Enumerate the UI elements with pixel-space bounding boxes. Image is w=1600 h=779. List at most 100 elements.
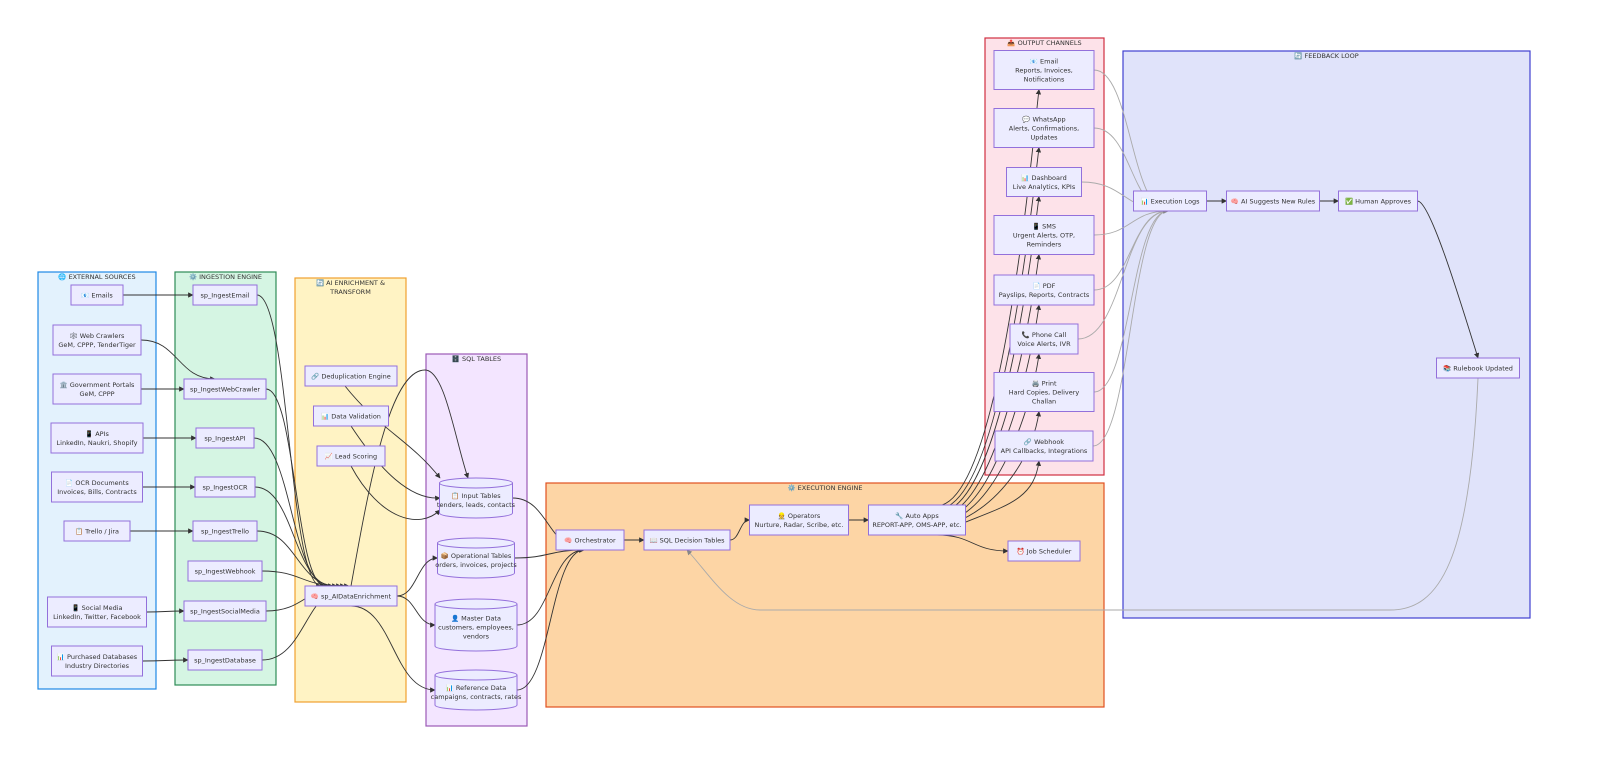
node-social-box — [47, 596, 147, 628]
node-trello-box — [63, 520, 131, 542]
node-emails: 📧 Emails — [70, 284, 124, 306]
node-ocr-box — [51, 471, 143, 503]
node-ref-label: campaigns, contracts, rates — [431, 693, 522, 701]
edge-aienr-to-ref — [350, 605, 436, 693]
node-master-body — [434, 604, 518, 652]
node-human: ✅ Human Approves — [1338, 190, 1418, 212]
node-input-top — [439, 477, 513, 489]
node-auto-label: 🔧 Auto Apps — [895, 511, 939, 520]
node-o_pdf-label: 📄 PDF — [1033, 282, 1056, 290]
node-input-label: tenders, leads, contacts — [437, 501, 516, 509]
node-o_sms-label: 📱 SMS — [1032, 223, 1056, 231]
edge-aienr-to-oper — [396, 555, 439, 597]
node-s_social-box — [183, 600, 267, 622]
node-gov-box — [52, 373, 142, 405]
node-master-label: customers, employees, — [438, 624, 514, 632]
node-o_wa-label: Updates — [1031, 134, 1059, 142]
node-aisug-label: 🧠 AI Suggests New Rules — [1231, 198, 1316, 206]
node-s_web-label: sp_IngestWebCrawler — [190, 386, 260, 394]
node-valid-box — [313, 405, 389, 427]
edge-purchased-to-s_db — [142, 657, 189, 663]
node-o_print-label: Hard Copies, Delivery — [1009, 389, 1080, 397]
node-o_print-box — [993, 372, 1095, 412]
node-s_webhook: sp_IngestWebhook — [187, 560, 263, 582]
node-o_wa-label: 💬 WhatsApp — [1022, 116, 1065, 124]
node-o_print-label: Challan — [1032, 398, 1056, 406]
edge-social-to-s_social — [146, 608, 185, 614]
node-crawlers-box — [52, 324, 142, 356]
node-apis-label: 📱 APIs — [85, 430, 109, 438]
node-ref-body — [434, 675, 518, 711]
node-lead-box — [316, 445, 386, 467]
node-s_db: sp_IngestDatabase — [187, 649, 263, 671]
node-trello-label: 📋 Trello / Jira — [75, 528, 119, 536]
node-auto-label: REPORT-APP, OMS-APP, etc. — [872, 521, 961, 529]
node-s_trello: sp_IngestTrello — [192, 520, 258, 542]
node-social-label: 📱 Social Media — [71, 604, 122, 612]
node-auto-box — [868, 504, 966, 536]
node-orch-label: 🧠 Orchestrator — [564, 537, 616, 545]
cluster-ai-title: 🔄 AI ENRICHMENT & — [316, 279, 385, 287]
node-o_email-label: Notifications — [1024, 76, 1065, 84]
node-rulebook-label: 📚 Rulebook Updated — [1443, 365, 1513, 373]
edge-ref-to-orch — [516, 547, 585, 691]
node-logs-box — [1133, 190, 1207, 212]
node-oper-top — [437, 537, 515, 549]
node-orch: 🧠 Orchestrator — [555, 529, 625, 551]
node-s_api-box — [195, 427, 255, 449]
node-master-top — [434, 598, 518, 610]
edge-rulebook-to-sqldec — [686, 377, 1479, 611]
node-master-label: 👤 Master Data — [451, 615, 501, 623]
node-logs: 📊 Execution Logs — [1133, 190, 1207, 212]
node-gov-label: 🏛️ Government Portals — [60, 381, 135, 389]
node-o_sms-label: Reminders — [1027, 241, 1062, 249]
edge-s_trello-to-aienr — [256, 530, 338, 589]
node-o_wa-box — [993, 108, 1095, 148]
node-ref-label: 📊 Reference Data — [446, 684, 506, 692]
node-dedup: 🔗 Deduplication Engine — [304, 365, 398, 387]
node-rulebook-box — [1436, 357, 1520, 379]
node-rulebook: 📚 Rulebook Updated — [1436, 357, 1520, 379]
edge-s_email-to-aienr — [256, 294, 322, 589]
node-dedup-box — [304, 365, 398, 387]
node-ref-top — [434, 669, 518, 681]
edge-human-to-rulebook — [1417, 200, 1480, 359]
node-o_pdf-label: Payslips, Reports, Contracts — [999, 291, 1090, 299]
node-s_ocr-box — [194, 476, 256, 498]
cluster-ai-title: TRANSFORM — [329, 288, 371, 296]
node-input-label: 📋 Input Tables — [451, 492, 501, 500]
node-aisug: 🧠 AI Suggests New Rules — [1226, 190, 1320, 212]
node-o_webhook-label: 🔗 Webhook — [1024, 437, 1064, 446]
node-o_sms-box — [993, 215, 1095, 255]
node-job: ⏰ Job Scheduler — [1007, 540, 1081, 562]
node-logs-label: 📊 Execution Logs — [1140, 198, 1200, 206]
node-s_email-label: sp_IngestEmail — [201, 292, 250, 300]
node-o_email-box — [993, 50, 1095, 90]
node-ocr-label: Invoices, Bills, Contracts — [57, 488, 137, 496]
edge-dedup-to-input — [344, 385, 441, 479]
cluster-ai: 🔄 AI ENRICHMENT &TRANSFORM — [294, 277, 407, 703]
node-dedup-label: 🔗 Deduplication Engine — [311, 372, 391, 381]
node-s_email: sp_IngestEmail — [192, 284, 258, 306]
edge-valid-to-input — [350, 425, 441, 502]
node-s_social-label: sp_IngestSocialMedia — [190, 608, 260, 616]
node-o_print-label: 🖨️ Print — [1031, 380, 1057, 388]
node-crawlers-label: 🕸️ Web Crawlers — [70, 332, 125, 340]
cluster-fb: 🔄 FEEDBACK LOOP — [1122, 50, 1531, 619]
node-s_social: sp_IngestSocialMedia — [183, 600, 267, 622]
edge-master-to-orch — [516, 547, 585, 626]
cluster-ai-box — [294, 277, 407, 703]
node-o_phone-label: 📞 Phone Call — [1022, 330, 1067, 339]
edge-o_webhook-to-logs — [1092, 208, 1169, 447]
